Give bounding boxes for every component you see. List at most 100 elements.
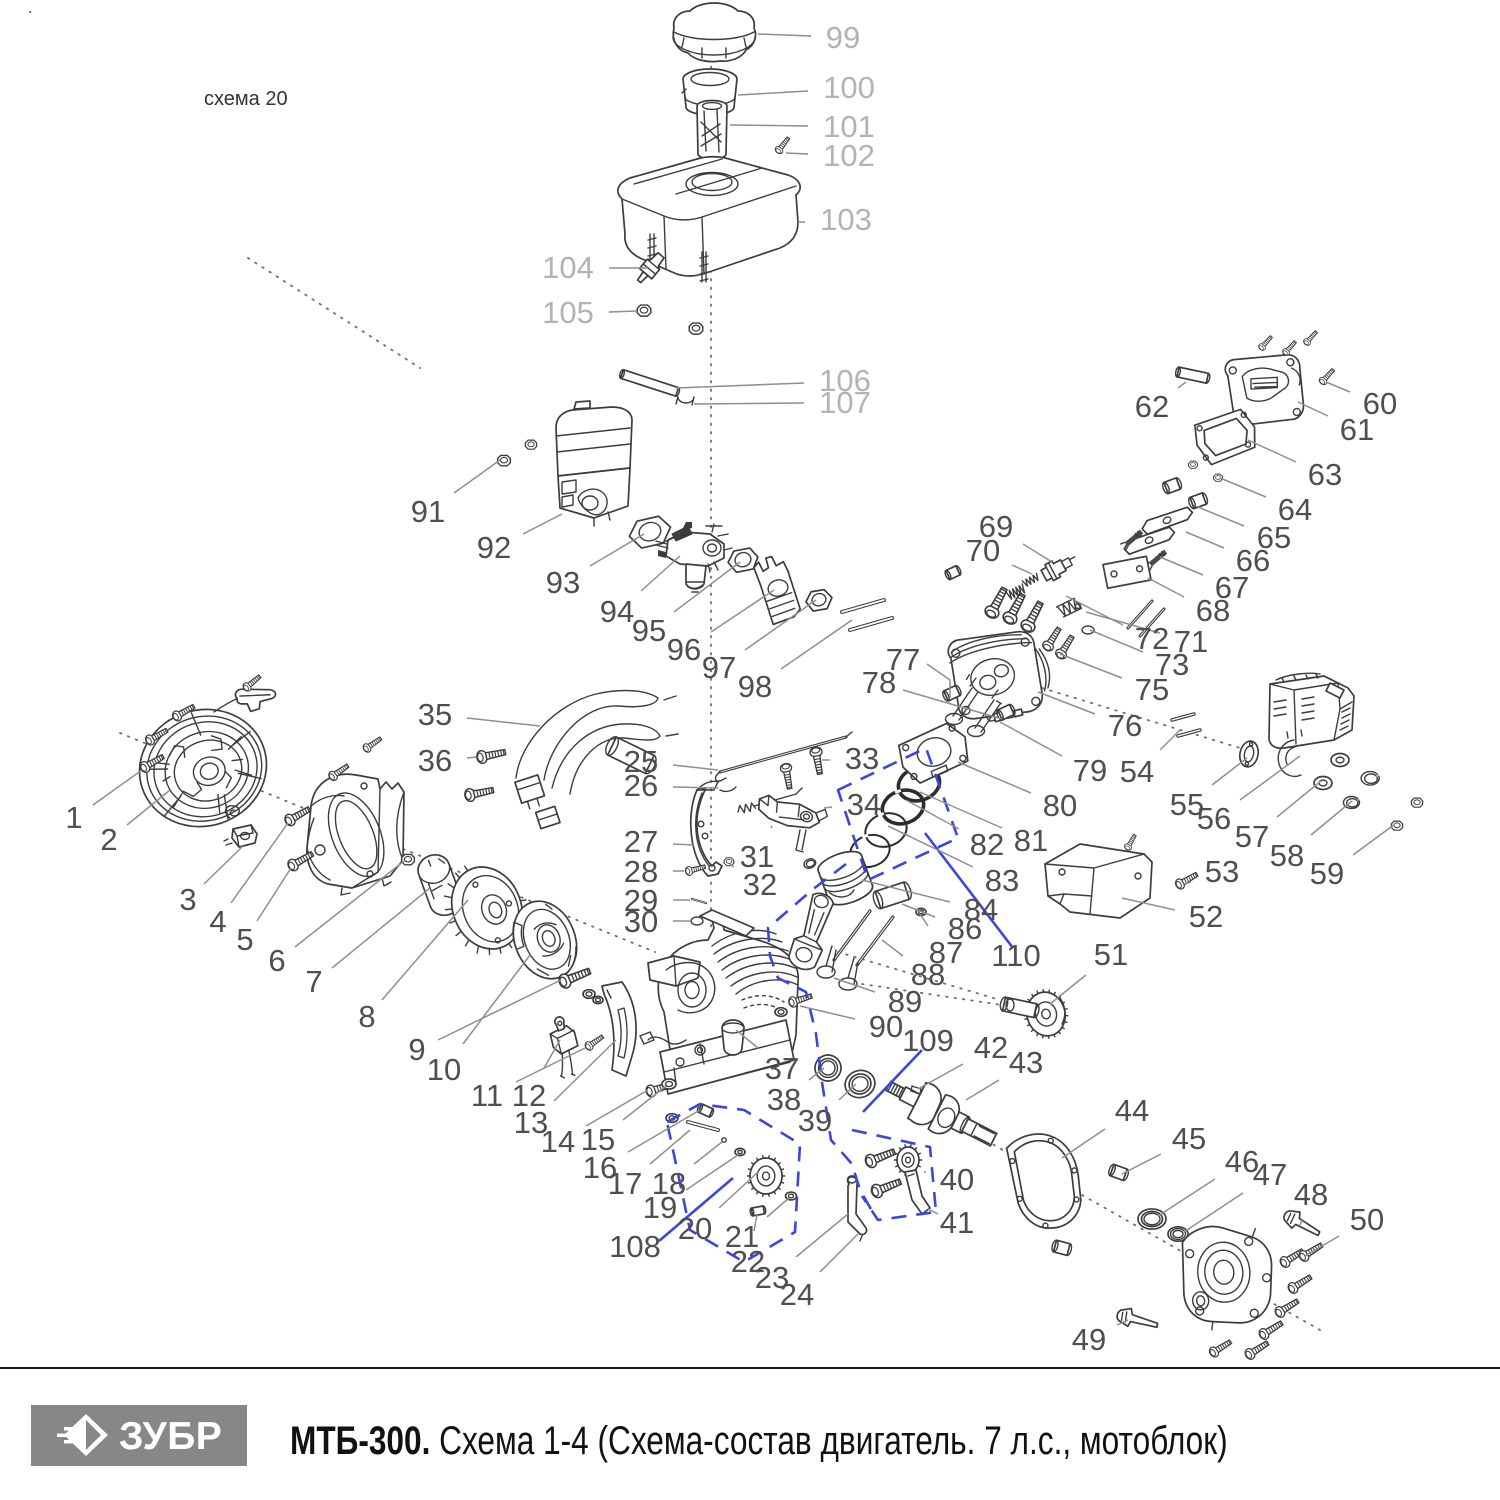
svg-text:60: 60 [1363,386,1397,421]
svg-text:17: 17 [608,1166,642,1201]
svg-text:84: 84 [964,892,998,927]
svg-text:7: 7 [305,964,322,999]
svg-text:52: 52 [1189,899,1223,934]
svg-text:46: 46 [1225,1144,1259,1179]
svg-text:49: 49 [1072,1322,1106,1357]
svg-text:106: 106 [819,363,871,398]
svg-text:31: 31 [740,839,774,874]
svg-text:110: 110 [991,938,1040,973]
svg-text:63: 63 [1308,457,1342,492]
svg-text:104: 104 [542,250,594,285]
svg-text:23: 23 [755,1260,789,1295]
svg-text:68: 68 [1196,593,1230,628]
svg-text:16: 16 [583,1150,617,1185]
svg-text:19: 19 [643,1190,677,1225]
svg-text:10: 10 [427,1052,461,1087]
svg-text:45: 45 [1172,1121,1206,1156]
svg-text:9: 9 [408,1032,425,1067]
svg-text:90: 90 [869,1009,903,1044]
svg-text:58: 58 [1270,838,1304,873]
svg-text:75: 75 [1135,672,1169,707]
svg-text:44: 44 [1115,1093,1149,1128]
svg-text:22: 22 [731,1244,765,1279]
svg-text:20: 20 [678,1211,712,1246]
svg-text:108: 108 [609,1229,661,1264]
svg-text:71: 71 [1174,624,1208,659]
svg-text:51: 51 [1094,937,1128,972]
svg-text:42: 42 [974,1030,1008,1065]
svg-text:21: 21 [725,1219,759,1254]
svg-text:3: 3 [179,882,196,917]
svg-text:80: 80 [1043,788,1077,823]
svg-text:54: 54 [1120,754,1154,789]
svg-text:100: 100 [823,70,875,105]
svg-text:70: 70 [966,533,1000,568]
svg-text:30: 30 [624,904,658,939]
svg-text:36: 36 [418,743,452,778]
svg-text:94: 94 [600,594,634,629]
svg-text:5: 5 [236,922,253,957]
svg-text:26: 26 [624,768,658,803]
svg-text:98: 98 [738,669,772,704]
svg-text:32: 32 [743,867,777,902]
svg-text:93: 93 [546,565,580,600]
svg-text:67: 67 [1215,570,1249,605]
svg-text:28: 28 [624,854,658,889]
svg-text:65: 65 [1257,520,1291,555]
svg-text:96: 96 [667,632,701,667]
svg-text:91: 91 [411,494,445,529]
svg-text:15: 15 [581,1122,615,1157]
svg-text:83: 83 [985,863,1019,898]
svg-text:27: 27 [624,824,658,859]
svg-text:13: 13 [514,1105,548,1140]
svg-text:ЗУБР: ЗУБР [119,1415,222,1458]
svg-text:57: 57 [1235,819,1269,854]
svg-text:40: 40 [940,1162,974,1197]
svg-text:43: 43 [1009,1045,1043,1080]
svg-text:81: 81 [1014,823,1048,858]
svg-text:8: 8 [358,999,375,1034]
svg-text:86: 86 [948,911,982,946]
svg-text:39: 39 [798,1103,832,1138]
svg-text:6: 6 [268,943,285,978]
svg-text:64: 64 [1278,492,1312,527]
svg-text:87: 87 [929,935,963,970]
svg-text:47: 47 [1253,1157,1287,1192]
svg-text:18: 18 [652,1166,686,1201]
svg-text:66: 66 [1236,543,1270,578]
svg-text:24: 24 [780,1277,814,1312]
svg-text:88: 88 [911,957,945,992]
svg-text:62: 62 [1135,389,1169,424]
svg-text:25: 25 [624,744,658,779]
svg-text:78: 78 [862,665,896,700]
svg-text:55: 55 [1170,787,1204,822]
svg-text:95: 95 [632,613,666,648]
svg-text:12: 12 [512,1078,546,1113]
svg-text:11: 11 [471,1078,503,1113]
svg-text:79: 79 [1073,753,1107,788]
svg-text:99: 99 [826,20,860,55]
svg-text:69: 69 [979,509,1013,544]
svg-text:73: 73 [1155,647,1189,682]
svg-text:103: 103 [820,202,872,237]
svg-text:1: 1 [65,800,82,835]
svg-text:59: 59 [1310,856,1344,891]
svg-text:38: 38 [767,1082,801,1117]
svg-text:77: 77 [886,642,920,677]
svg-text:56: 56 [1197,801,1231,836]
svg-text:102: 102 [823,138,875,173]
svg-text:41: 41 [940,1205,974,1240]
svg-text:48: 48 [1294,1177,1328,1212]
svg-text:4: 4 [209,904,226,939]
svg-text:53: 53 [1205,854,1239,889]
svg-text:50: 50 [1350,1202,1384,1237]
svg-text:34: 34 [847,787,881,822]
svg-text:2: 2 [100,822,117,857]
svg-text:33: 33 [845,741,879,776]
svg-text:82: 82 [970,827,1004,862]
svg-text:29: 29 [624,883,658,918]
svg-text:37: 37 [765,1051,799,1086]
svg-text:97: 97 [702,650,736,685]
svg-text:105: 105 [542,295,594,330]
svg-text:89: 89 [888,984,922,1019]
